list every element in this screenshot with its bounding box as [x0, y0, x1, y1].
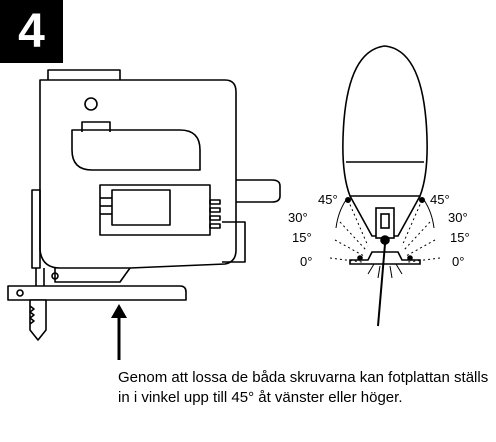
angle-label-right-30: 30° [448, 210, 468, 225]
angle-label-left-30: 30° [288, 210, 308, 225]
angle-label-left-15: 15° [292, 230, 312, 245]
step-number-badge: 4 [0, 0, 63, 63]
instruction-caption: Genom att lossa de båda skruvarna kan fo… [118, 368, 490, 408]
caption-line-1: Genom att lossa de båda skruvarna kan fo… [118, 369, 489, 386]
up-arrow-icon [111, 304, 127, 360]
angle-label-left-45: 45° [318, 192, 338, 207]
angle-scale-lines [329, 197, 441, 279]
angle-label-right-45: 45° [430, 192, 450, 207]
jigsaw-side-view [7, 69, 281, 341]
angle-label-right-0: 0° [452, 254, 464, 269]
angle-label-left-0: 0° [300, 254, 312, 269]
caption-line-2: in i vinkel upp till 45° åt vänster elle… [118, 389, 403, 406]
jigsaw-rear-view [342, 45, 428, 327]
angle-label-right-15: 15° [450, 230, 470, 245]
